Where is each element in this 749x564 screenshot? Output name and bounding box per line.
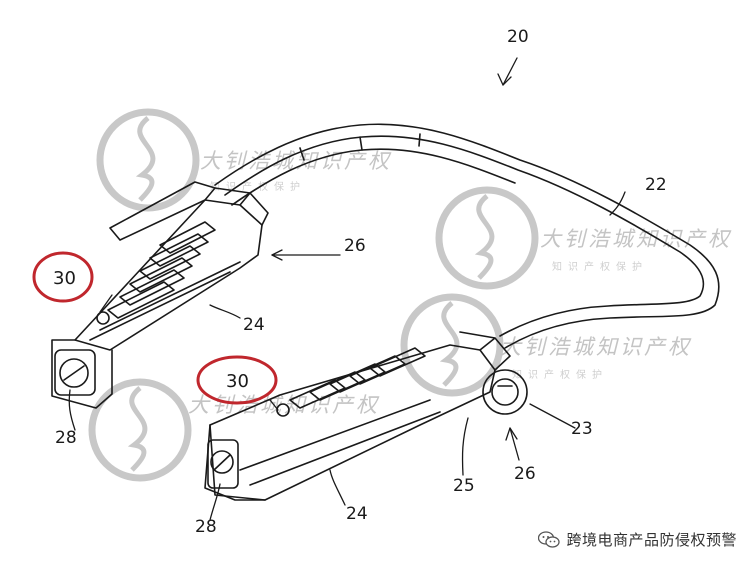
ref-numeral-24-lower: 24 <box>346 504 368 524</box>
watermark-logo-icon <box>96 108 200 212</box>
wechat-icon <box>538 530 561 548</box>
upper-body <box>51 181 269 409</box>
watermark-text: 大钊浩城知识产权 <box>500 335 692 359</box>
ref-numerals: 20 22 26 24 30 30 23 28 25 26 24 28 <box>53 27 667 537</box>
ref-numeral-20: 20 <box>507 27 529 47</box>
upper-buttons <box>96 221 216 325</box>
watermark-sub: 知识产权保护 <box>552 260 648 273</box>
ref-numeral-24-upper: 24 <box>243 315 265 335</box>
watermark-text: 大钊浩城知识产权 <box>540 227 732 251</box>
ref-numeral-30-lower: 30 <box>226 371 249 392</box>
watermark-sub: 知识产权保护 <box>512 368 608 381</box>
watermark-sub: 知识产权保护 <box>210 180 306 193</box>
hinge-joint <box>482 369 528 415</box>
ref-numeral-23: 23 <box>571 419 593 439</box>
highlight-circle-lower <box>196 355 278 405</box>
highlight-circles <box>32 251 278 405</box>
footer-label: 跨境电商产品防侵权预警 <box>566 531 737 549</box>
lower-body <box>204 331 528 501</box>
ref-numeral-30-upper: 30 <box>53 268 76 289</box>
ref-numeral-22: 22 <box>645 175 667 195</box>
footer-brand: 跨境电商产品防侵权预警 <box>538 529 737 550</box>
ref-numeral-26-lower: 26 <box>514 464 536 484</box>
watermark-logo-icon <box>435 186 539 290</box>
neckband-arc <box>214 123 720 349</box>
watermark-text: 大钊浩城知识产权 <box>188 393 380 417</box>
watermark-text: 大钊浩城知识产权 <box>200 149 392 173</box>
ref-arrows <box>68 57 626 521</box>
ref-numeral-28-left: 28 <box>55 428 77 448</box>
lower-buttons <box>276 347 426 417</box>
highlight-circle-upper <box>32 251 94 303</box>
ref-numeral-25: 25 <box>453 476 475 496</box>
ref-numeral-28-right: 28 <box>195 517 217 537</box>
watermark-logo-icon <box>88 378 192 482</box>
neckband-device <box>51 57 720 521</box>
ref-numeral-26-upper: 26 <box>344 236 366 256</box>
